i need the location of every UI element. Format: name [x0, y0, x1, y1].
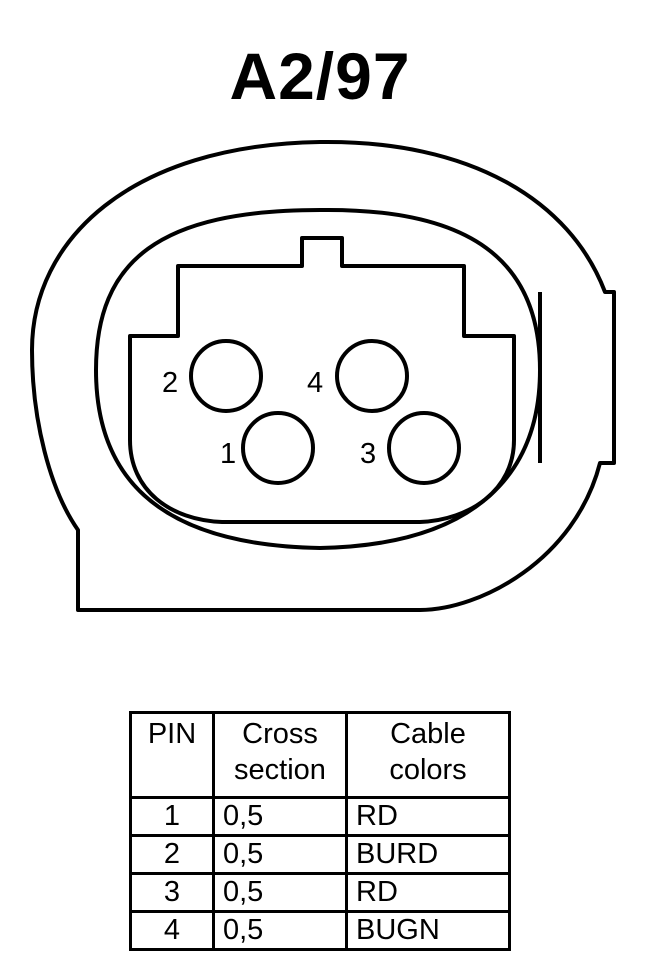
- table-header-row: PIN Cross section Cable colors: [129, 711, 511, 799]
- connector-recess-outline: [94, 207, 542, 550]
- cable-color-value: RD: [345, 872, 511, 913]
- pin-label-3: 3: [360, 438, 376, 470]
- cable-color-value: BURD: [345, 834, 511, 875]
- pin-label-4: 4: [307, 367, 323, 399]
- pin-number: 2: [129, 834, 215, 875]
- pin-socket-3: [387, 411, 461, 485]
- table-row: 2 0,5 BURD: [129, 834, 511, 875]
- pin-socket-2: [189, 339, 263, 413]
- cable-color-value: RD: [345, 796, 511, 837]
- table-row: 4 0,5 BUGN: [129, 910, 511, 951]
- connector-housing-outline: [30, 139, 616, 612]
- pin-number: 1: [129, 796, 215, 837]
- connector-title: A2/97: [229, 39, 411, 113]
- cross-section-value: 0,5: [212, 834, 348, 875]
- pin-assignment-table: PIN Cross section Cable colors 1 0,5 RD …: [129, 711, 511, 951]
- pin-number: 4: [129, 910, 215, 951]
- pin-housing-outline: [128, 236, 516, 524]
- header-cable-colors: Cable colors: [345, 711, 511, 799]
- pin-label-2: 2: [162, 367, 178, 399]
- header-pin: PIN: [129, 711, 215, 799]
- cross-section-value: 0,5: [212, 872, 348, 913]
- table-row: 3 0,5 RD: [129, 872, 511, 913]
- table-row: 1 0,5 RD: [129, 796, 511, 837]
- pin-socket-1: [241, 411, 315, 485]
- cable-color-value: BUGN: [345, 910, 511, 951]
- cross-section-value: 0,5: [212, 796, 348, 837]
- connector-diagram: 2 4 1 3: [30, 139, 616, 612]
- header-cross-section: Cross section: [212, 711, 348, 799]
- pin-number: 3: [129, 872, 215, 913]
- cross-section-value: 0,5: [212, 910, 348, 951]
- pin-socket-4: [335, 339, 409, 413]
- pin-label-1: 1: [220, 438, 236, 470]
